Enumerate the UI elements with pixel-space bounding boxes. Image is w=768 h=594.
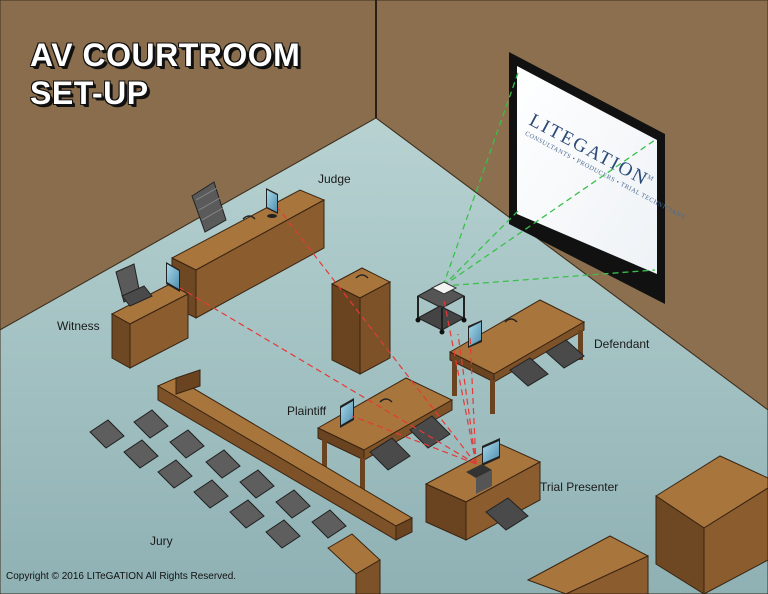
witness-stand bbox=[110, 262, 190, 369]
plaintiff-monitor bbox=[340, 398, 354, 428]
podium bbox=[330, 267, 392, 375]
plaintiff-table bbox=[316, 377, 454, 492]
page-title-line1: AV COURTROOM bbox=[30, 37, 301, 73]
witness-chair bbox=[115, 263, 153, 307]
projection-screen: LITEGATION CONSULTANTS • PRODUCERS • TRI… bbox=[509, 52, 686, 304]
judge-monitor bbox=[266, 188, 278, 218]
trial-presenter-monitor bbox=[482, 438, 500, 466]
page-title: AV COURTROOM SET-UP bbox=[30, 36, 300, 112]
trial-presenter-chair bbox=[485, 497, 529, 531]
witness-monitor bbox=[166, 262, 180, 292]
label-witness: Witness bbox=[57, 319, 100, 333]
gallery-benches bbox=[526, 455, 768, 594]
connection-lines bbox=[179, 207, 477, 465]
judge-chair bbox=[191, 181, 227, 233]
trial-presenter-laptop bbox=[466, 464, 492, 494]
label-trial-presenter: Trial Presenter bbox=[540, 480, 619, 494]
projection-beams bbox=[442, 69, 656, 287]
label-defendant: Defendant bbox=[594, 337, 650, 351]
projector bbox=[430, 281, 458, 295]
jury-chairs bbox=[89, 409, 347, 549]
label-jury: Jury bbox=[150, 534, 173, 548]
label-plaintiff: Plaintiff bbox=[287, 404, 327, 418]
defendant-chairs bbox=[509, 339, 585, 387]
jury-box bbox=[156, 369, 414, 594]
label-judge: Judge bbox=[318, 172, 351, 186]
screen-logo-trademark: TM bbox=[642, 172, 655, 183]
page-title-line2: SET-UP bbox=[30, 75, 149, 111]
av-cart bbox=[415, 281, 467, 335]
defendant-monitor bbox=[468, 320, 482, 348]
trial-presenter-table bbox=[424, 438, 542, 541]
copyright-notice: Copyright © 2016 LITeGATION All Rights R… bbox=[6, 571, 237, 582]
plaintiff-chairs bbox=[369, 415, 451, 471]
